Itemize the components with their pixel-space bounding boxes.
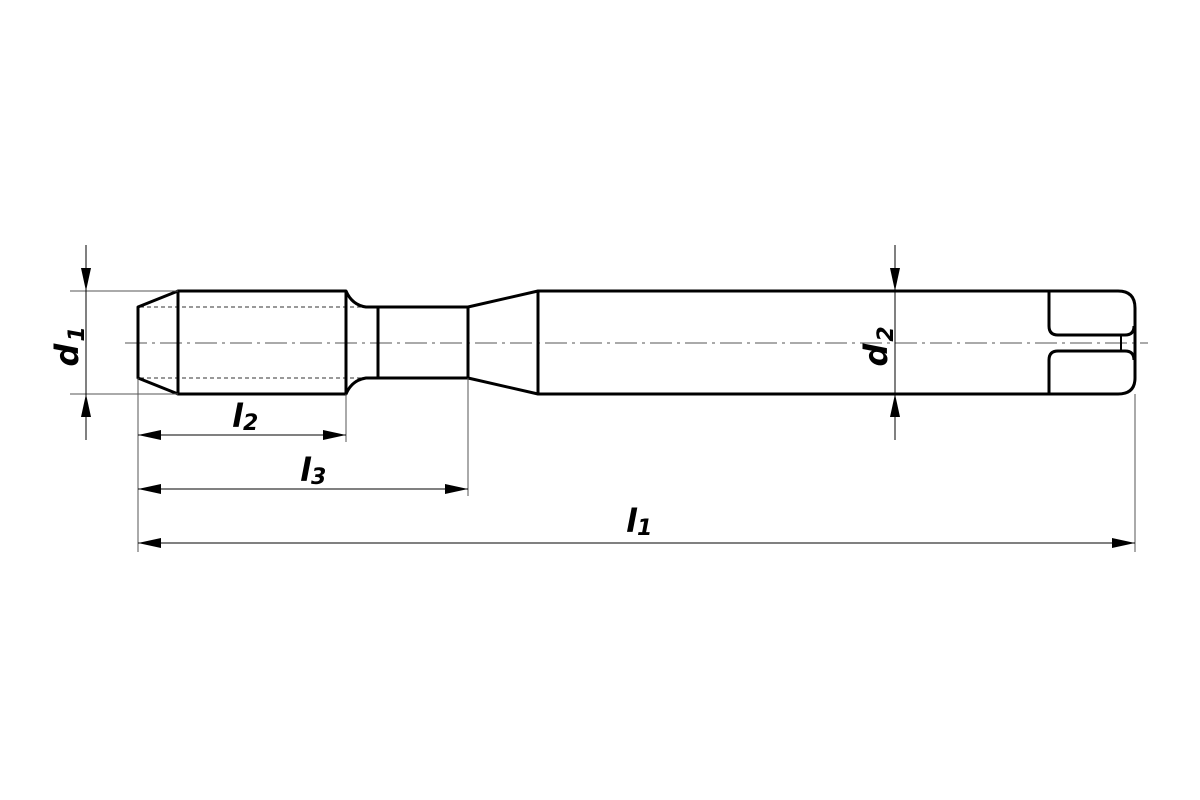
dimension-l1: l 1 [138, 502, 1135, 548]
d2-subscript: 2 [874, 326, 899, 341]
l2-subscript: 2 [243, 411, 258, 436]
l3-label: l [300, 451, 312, 489]
dimension-d2: d 2 [857, 245, 900, 440]
square-drive [1047, 291, 1136, 337]
d1-label: d [48, 342, 86, 366]
l2-label: l [232, 397, 244, 435]
dimension-l2: l 2 [138, 397, 346, 440]
d2-label: d [857, 342, 895, 366]
tap-outline [136, 289, 1137, 396]
dimension-l3: l 3 [138, 451, 468, 494]
l3-subscript: 3 [311, 465, 326, 490]
d1-subscript: 1 [65, 326, 90, 341]
l1-label: l [626, 502, 638, 540]
dimension-d1: d 1 [48, 245, 91, 440]
extension-lines [70, 290, 1136, 552]
l1-subscript: 1 [637, 516, 652, 541]
